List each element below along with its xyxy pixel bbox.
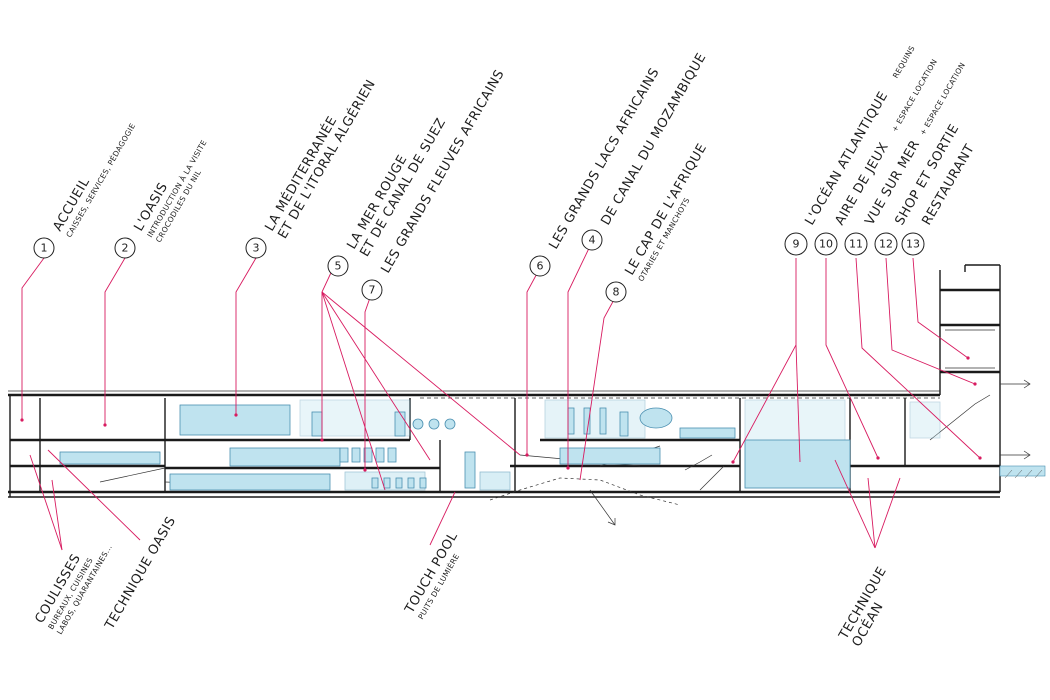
svg-text:7: 7 xyxy=(369,284,376,297)
marker-6: 6 xyxy=(529,255,551,277)
marker-2: 2 xyxy=(114,237,136,259)
marker-3: 3 xyxy=(245,237,267,259)
marker-9: 9 xyxy=(784,232,808,256)
svg-text:TECHNIQUE OASIS: TECHNIQUE OASIS xyxy=(102,514,179,633)
number-markers: 1 2 3 5 7 6 4 8 9 10 11 12 13 xyxy=(33,229,925,303)
marker-1: 1 xyxy=(33,237,55,259)
leader-lines xyxy=(20,241,982,551)
svg-text:1: 1 xyxy=(41,242,48,255)
label-technique-oasis: TECHNIQUE OASIS xyxy=(102,514,179,633)
svg-text:3: 3 xyxy=(253,242,260,255)
svg-text:REQUINS: REQUINS xyxy=(891,44,917,80)
svg-text:13: 13 xyxy=(906,238,920,251)
marker-13: 13 xyxy=(901,232,925,256)
marker-4: 4 xyxy=(581,229,603,251)
marker-11: 11 xyxy=(844,232,868,256)
building-section xyxy=(8,264,1046,526)
svg-text:2: 2 xyxy=(122,242,129,255)
label-touch-pool: TOUCH POOL PUITS DE LUMIÈRE xyxy=(402,529,461,621)
label-oasis: L'OASIS INTRODUCTION À LA VISITE CROCODI… xyxy=(131,138,208,244)
bottom-labels: COULISSES BUREAUX, CUISINES LABOS, QUARA… xyxy=(32,514,890,649)
label-coulisses: COULISSES BUREAUX, CUISINES LABOS, QUARA… xyxy=(32,543,113,636)
zone-labels: ACCUEIL CAISSES, SERVICES, PÉDAGOGIE L'O… xyxy=(50,44,977,283)
marker-12: 12 xyxy=(874,232,898,256)
svg-text:9: 9 xyxy=(793,238,800,251)
svg-text:11: 11 xyxy=(849,238,863,251)
marker-7: 7 xyxy=(361,279,383,301)
svg-text:8: 8 xyxy=(613,286,620,299)
marker-5: 5 xyxy=(327,255,349,277)
label-technique-ocean: TECHNIQUE OCÉAN xyxy=(836,564,890,649)
svg-text:5: 5 xyxy=(335,260,342,273)
svg-text:6: 6 xyxy=(537,260,544,273)
marker-10: 10 xyxy=(814,232,838,256)
water-tanks xyxy=(59,399,941,491)
svg-text:CAISSES, SERVICES, PÉDAGOGIE: CAISSES, SERVICES, PÉDAGOGIE xyxy=(64,122,137,239)
marker-8: 8 xyxy=(605,281,627,303)
svg-text:12: 12 xyxy=(879,238,893,251)
label-accueil: ACCUEIL CAISSES, SERVICES, PÉDAGOGIE xyxy=(50,122,137,239)
svg-text:4: 4 xyxy=(589,234,596,247)
svg-text:10: 10 xyxy=(819,238,833,251)
